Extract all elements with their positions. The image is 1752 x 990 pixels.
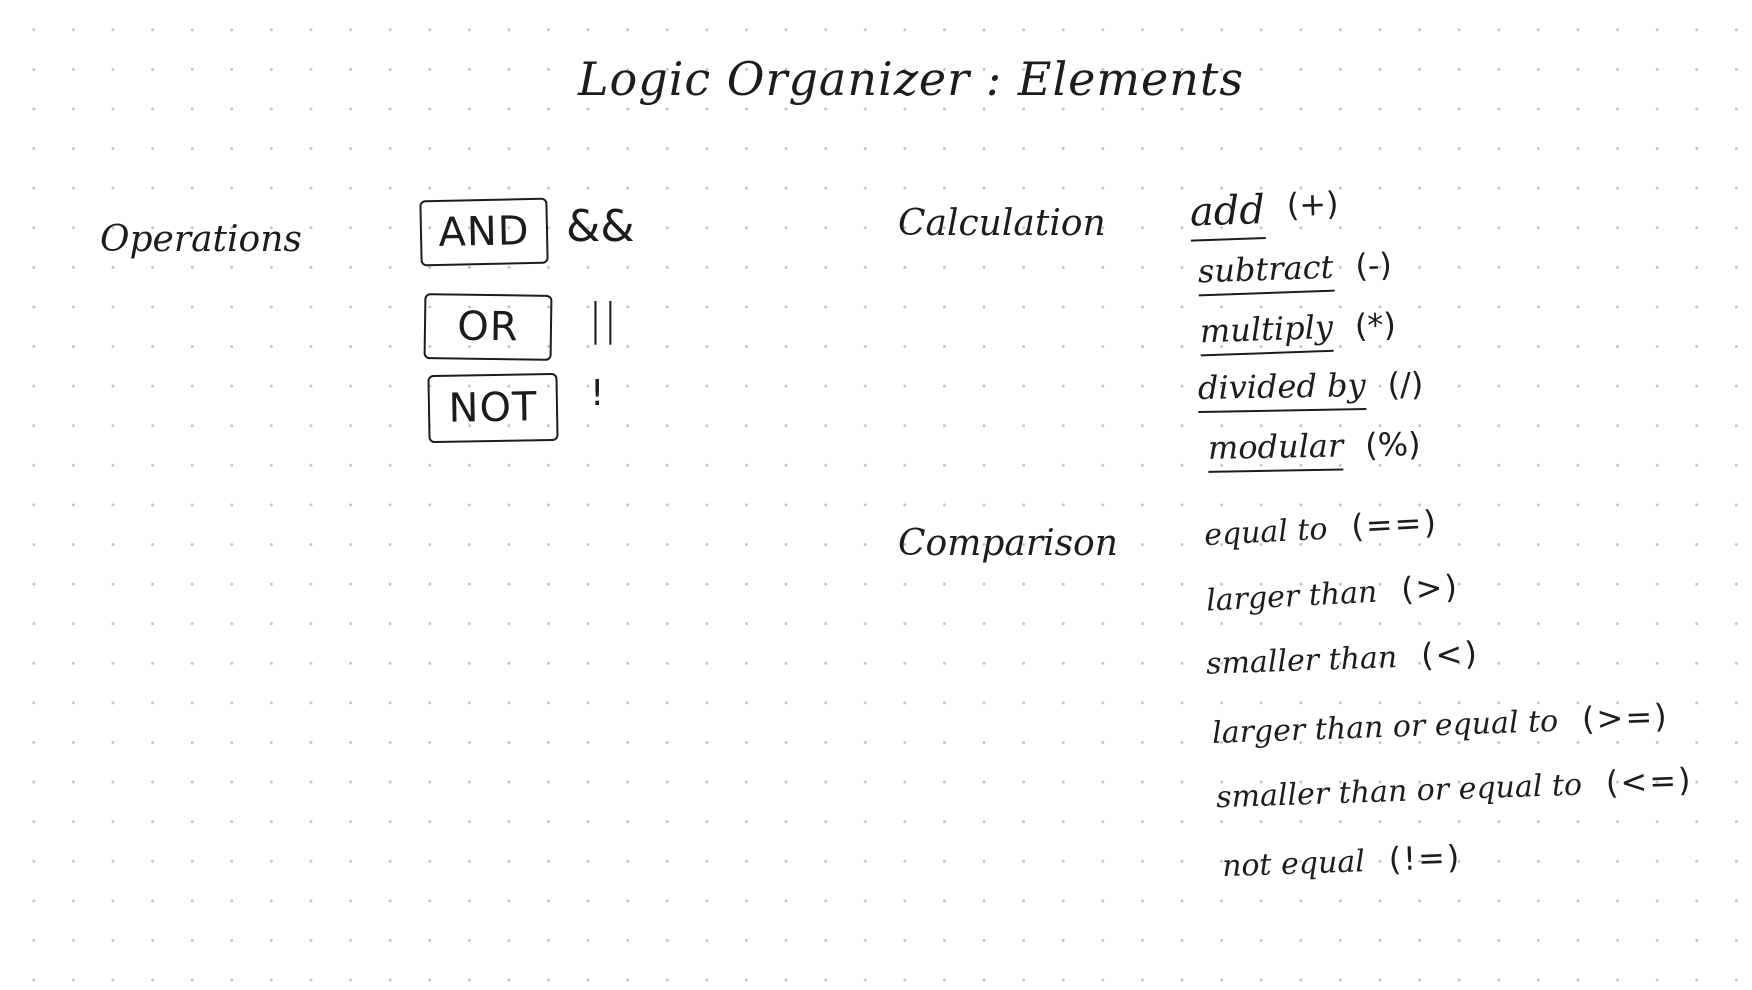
operation-or-symbol: || [588, 294, 618, 345]
calculation-symbol: (%) [1364, 425, 1421, 465]
operation-and-box: AND [419, 197, 549, 267]
calculation-item-divided-by: divided by (/) [1198, 365, 1424, 413]
page-title: Logic Organizer : Elements [578, 52, 1244, 106]
calculation-symbol: (/) [1387, 365, 1424, 404]
operations-label: Operations [100, 219, 302, 260]
comparison-term: equal to [1203, 511, 1329, 554]
comparison-term: not equal [1221, 844, 1366, 885]
calculation-term: multiply [1199, 308, 1334, 357]
calculation-term: modular [1208, 426, 1344, 473]
comparison-symbol: (<=) [1605, 760, 1694, 802]
comparison-term: smaller than [1205, 640, 1398, 682]
comparison-item-equal-to: equal to (==) [1203, 502, 1439, 554]
calculation-item-add: add (+) [1189, 184, 1340, 242]
comparison-item-smaller-than: smaller than (<) [1205, 634, 1480, 682]
comparison-symbol: (==) [1350, 502, 1439, 546]
comparison-term: smaller than or equal to [1215, 767, 1583, 816]
comparison-term: larger than or equal to [1211, 703, 1559, 751]
comparison-term: larger than [1205, 574, 1379, 619]
comparison-item-smaller-than-or-equal-to: smaller than or equal to (<=) [1215, 760, 1694, 816]
calculation-symbol: (*) [1354, 305, 1397, 345]
calculation-term: add [1189, 187, 1266, 242]
calculation-symbol: (+) [1286, 184, 1340, 225]
calculation-term: subtract [1197, 248, 1335, 297]
calculation-item-multiply: multiply (*) [1199, 305, 1397, 357]
comparison-symbol: (!=) [1388, 837, 1462, 879]
calculation-symbol: (-) [1354, 245, 1393, 285]
operation-not-symbol: ! [590, 373, 605, 414]
comparison-symbol: (>=) [1581, 697, 1670, 739]
comparison-label: Comparison [898, 523, 1118, 564]
operation-or-box: OR [423, 293, 553, 361]
comparison-item-not-equal: not equal (!=) [1221, 837, 1462, 885]
comparison-symbol: (>) [1400, 567, 1460, 609]
operation-not-box: NOT [427, 372, 559, 444]
operation-and-symbol: && [566, 201, 635, 252]
comparison-item-larger-than-or-equal-to: larger than or equal to (>=) [1211, 697, 1670, 751]
calculation-item-subtract: subtract (-) [1197, 245, 1393, 297]
comparison-symbol: (<) [1420, 634, 1480, 675]
calculation-term: divided by [1198, 366, 1367, 413]
calculation-label: Calculation [898, 203, 1106, 244]
calculation-item-modular: modular (%) [1208, 425, 1421, 473]
comparison-item-larger-than: larger than (>) [1205, 567, 1460, 619]
